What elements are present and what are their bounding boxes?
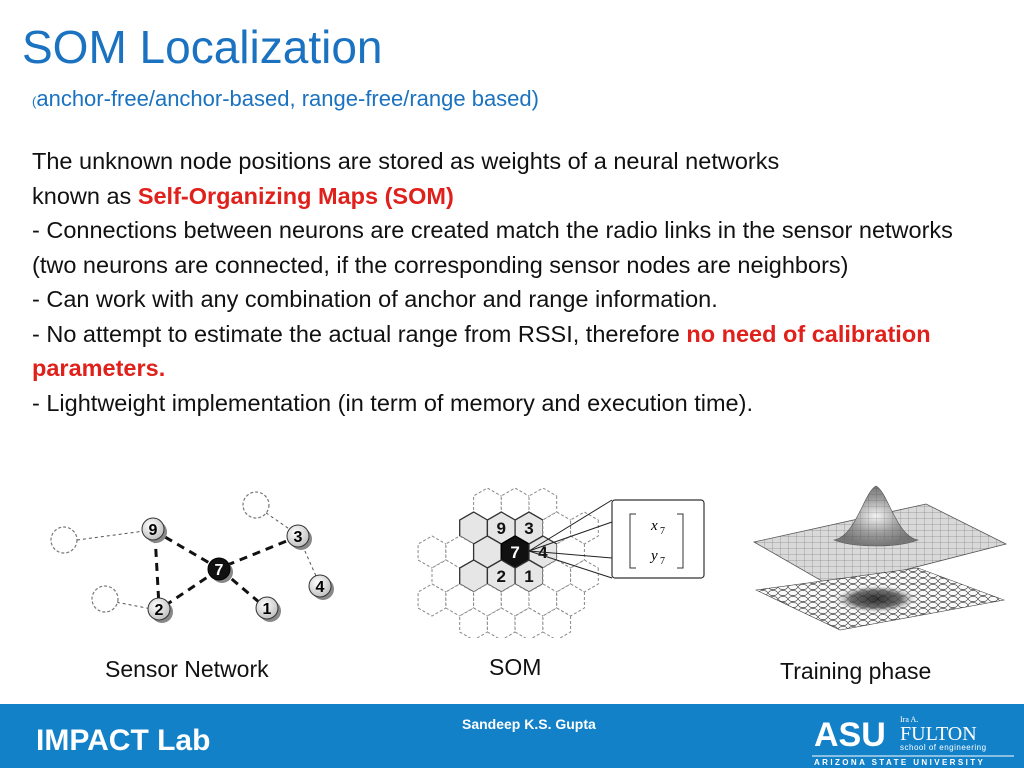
highlight-som: Self-Organizing Maps (SOM) bbox=[137, 182, 454, 209]
weight-y-sub: 7 bbox=[660, 556, 665, 567]
sensor-node-1-label: 1 bbox=[263, 601, 272, 618]
som-cell-label: 3 bbox=[524, 519, 533, 538]
sensor-node-2-label: 2 bbox=[155, 602, 164, 619]
footer-author: Sandeep K.S. Gupta bbox=[462, 716, 596, 732]
som-hex-cell bbox=[556, 583, 585, 617]
logo-school-text: school of engineering bbox=[900, 743, 987, 752]
logo-fulton-text: FULTON bbox=[900, 723, 977, 745]
sensor-node-7-label: 7 bbox=[215, 562, 224, 579]
sensor-node-3-label: 3 bbox=[294, 529, 303, 546]
som-cell-label: 9 bbox=[497, 519, 506, 538]
som-cell-label: 1 bbox=[524, 567, 533, 586]
caption-sensor-network: Sensor Network bbox=[105, 656, 269, 682]
training-surface bbox=[752, 485, 1008, 589]
sensor-node-3: 3 bbox=[286, 524, 312, 550]
som-cell-label: 7 bbox=[510, 543, 519, 562]
sensor-node-7: 7 bbox=[207, 557, 233, 583]
logo-university-text: ARIZONA STATE UNIVERSITY bbox=[814, 758, 985, 766]
weight-x: x bbox=[650, 518, 658, 534]
sensor-node-4: 4 bbox=[308, 574, 334, 600]
sensor-node-9: 9 bbox=[141, 517, 167, 543]
body-line-2: known as Self-Organizing Maps (SOM) bbox=[32, 179, 992, 214]
slide-subtitle: (anchor-free/anchor-based, range-free/ra… bbox=[32, 86, 539, 112]
body-line-2-prefix: known as bbox=[32, 182, 138, 209]
subtitle-open-paren: ( bbox=[32, 94, 37, 109]
footer-lab-name: IMPACT Lab bbox=[36, 724, 211, 757]
sensor-network-figure: 9 3 7 4 2 1 bbox=[50, 491, 334, 623]
sensor-node-2: 2 bbox=[147, 597, 173, 623]
som-hex-cell bbox=[486, 607, 516, 638]
sensor-node-9-label: 9 bbox=[149, 522, 158, 539]
weight-y: y bbox=[649, 548, 658, 564]
body-text: The unknown node positions are stored as… bbox=[32, 144, 992, 420]
som-cell-label: 2 bbox=[497, 567, 506, 586]
bullet-combination: - Can work with any combination of ancho… bbox=[32, 286, 718, 312]
subtitle-text: anchor-free/anchor-based, range-free/ran… bbox=[36, 86, 539, 111]
logo-ira-text: Ira A. bbox=[900, 715, 918, 724]
bullet-connections: - Connections between neurons are create… bbox=[32, 217, 953, 278]
asu-fulton-logo: ASU Ira A. FULTON school of engineering … bbox=[812, 715, 1014, 766]
sensor-node-1: 1 bbox=[255, 596, 281, 622]
sensor-node-4-label: 4 bbox=[316, 579, 325, 596]
training-phase-figure bbox=[752, 485, 1008, 631]
weight-x-sub: 7 bbox=[660, 526, 665, 537]
bullet-lightweight: - Lightweight implementation (in term of… bbox=[32, 389, 753, 416]
weight-vector: x 7 y 7 bbox=[528, 499, 705, 579]
slide-title: SOM Localization bbox=[22, 21, 383, 73]
logo-asu-text: ASU bbox=[814, 716, 886, 754]
unknown-nodes bbox=[50, 491, 270, 613]
caption-training-phase: Training phase bbox=[780, 658, 932, 684]
training-lattice bbox=[754, 567, 1006, 631]
som-hex-cell bbox=[542, 607, 572, 638]
bullet-no-attempt: - No attempt to estimate the actual rang… bbox=[32, 317, 992, 386]
bullet-no-attempt-prefix: - No attempt to estimate the actual rang… bbox=[32, 320, 687, 347]
caption-som: SOM bbox=[489, 654, 542, 680]
footer-bar: IMPACT Lab Sandeep K.S. Gupta ASU Ira A.… bbox=[0, 704, 1024, 768]
body-line-1: The unknown node positions are stored as… bbox=[32, 148, 780, 174]
highlight-calibration: no need of calibration parameters. bbox=[32, 320, 931, 382]
